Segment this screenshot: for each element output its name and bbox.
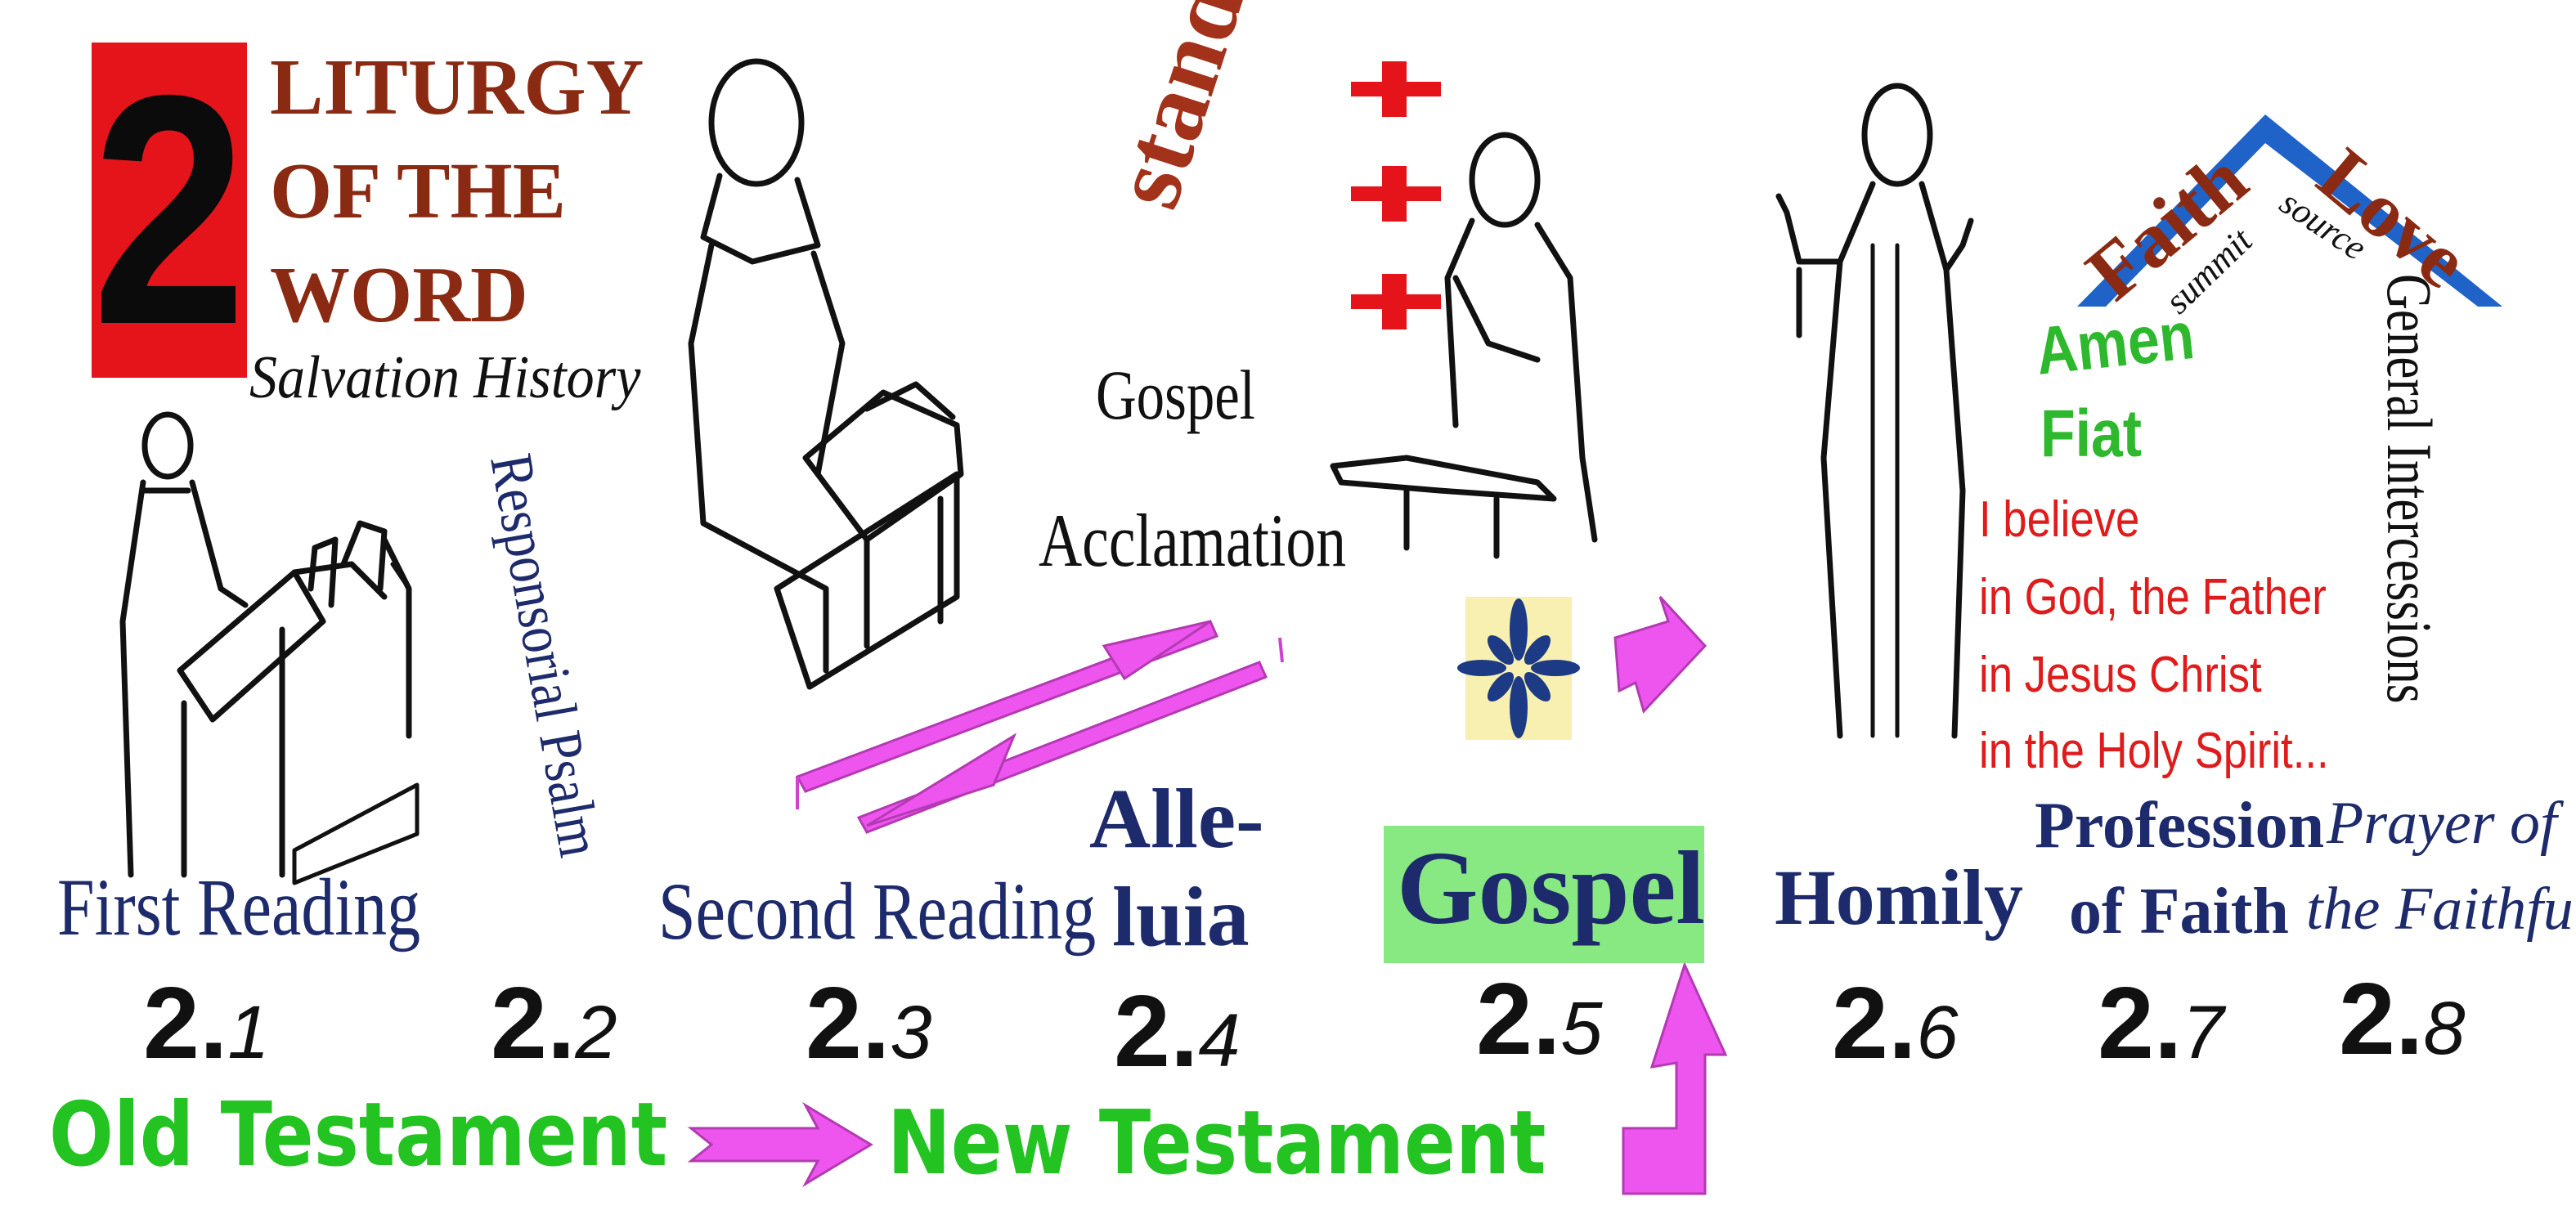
new-testament-label: New Testament xyxy=(887,1092,1546,1194)
gospel-cross-icon xyxy=(1457,598,1580,738)
step-first-reading-label: First Reading xyxy=(57,862,421,952)
title-line-3: WORD xyxy=(270,251,528,339)
reader-with-book-icon xyxy=(688,58,964,690)
step-profession-label-2: of Faith xyxy=(2069,876,2289,948)
old-to-new-arrow-icon xyxy=(687,1101,873,1188)
summit-source-roof-icon xyxy=(2077,114,2502,307)
section-number: 2 xyxy=(92,27,247,392)
step-number-2-8: 2.8 xyxy=(2339,963,2466,1076)
subtitle: Salvation History xyxy=(249,344,641,411)
step-number-2-3: 2.3 xyxy=(806,967,932,1080)
reader-at-ambo-icon xyxy=(119,411,420,885)
title-line-2: OF THE xyxy=(270,147,567,235)
step-gospel-label: Gospel xyxy=(1397,830,1705,946)
general-intercessions-label: General Intercessions xyxy=(2374,274,2445,704)
step-number-2-2: 2.2 xyxy=(491,967,617,1080)
new-testament-up-arrow-icon xyxy=(1622,961,1728,1195)
step-prayer-faithful-label-1: Prayer of xyxy=(2327,790,2557,857)
priest-preaching-icon xyxy=(1775,83,1974,739)
acclamation-line-2: Acclamation xyxy=(1039,499,1347,582)
step-prayer-faithful-label-2: the Faithful xyxy=(2306,876,2576,943)
stand-crosses xyxy=(1351,61,1441,329)
gospel-to-homily-arrow-icon xyxy=(1613,595,1708,714)
step-second-reading-label: Second Reading xyxy=(658,866,1097,957)
acclamation-arrows xyxy=(795,620,1284,834)
gospel-highlight-box xyxy=(1384,826,1704,963)
step-profession-label-1: Profession xyxy=(2035,790,2325,862)
step-number-2-4: 2.4 xyxy=(1114,975,1241,1088)
step-homily-label: Homily xyxy=(1775,854,2023,941)
creed-line-1: I believe xyxy=(1979,491,2140,548)
step-alleluia-label-2: luia xyxy=(1112,870,1250,964)
step-number-2-5: 2.5 xyxy=(1476,963,1603,1076)
creed-line-3: in Jesus Christ xyxy=(1979,647,2262,703)
title-line-1: LITURGY xyxy=(270,43,644,132)
priest-with-gospel-book-icon xyxy=(1330,132,1598,559)
amen-label: Amen xyxy=(2032,298,2198,389)
creed-line-4: in the Holy Spirit... xyxy=(1979,723,2329,779)
step-alleluia-label-1: Alle- xyxy=(1089,772,1264,866)
step-number-2-1: 2.1 xyxy=(143,967,270,1080)
step-number-2-6: 2.6 xyxy=(1832,967,1959,1080)
step-number-2-7: 2.7 xyxy=(2098,967,2224,1080)
acclamation-line-1: Gospel xyxy=(1096,356,1255,434)
section-number-badge xyxy=(92,43,247,378)
fiat-label: Fiat xyxy=(2040,397,2142,471)
creed-line-2: in God, the Father xyxy=(1979,569,2327,625)
old-testament-label: Old Testament xyxy=(49,1084,668,1186)
